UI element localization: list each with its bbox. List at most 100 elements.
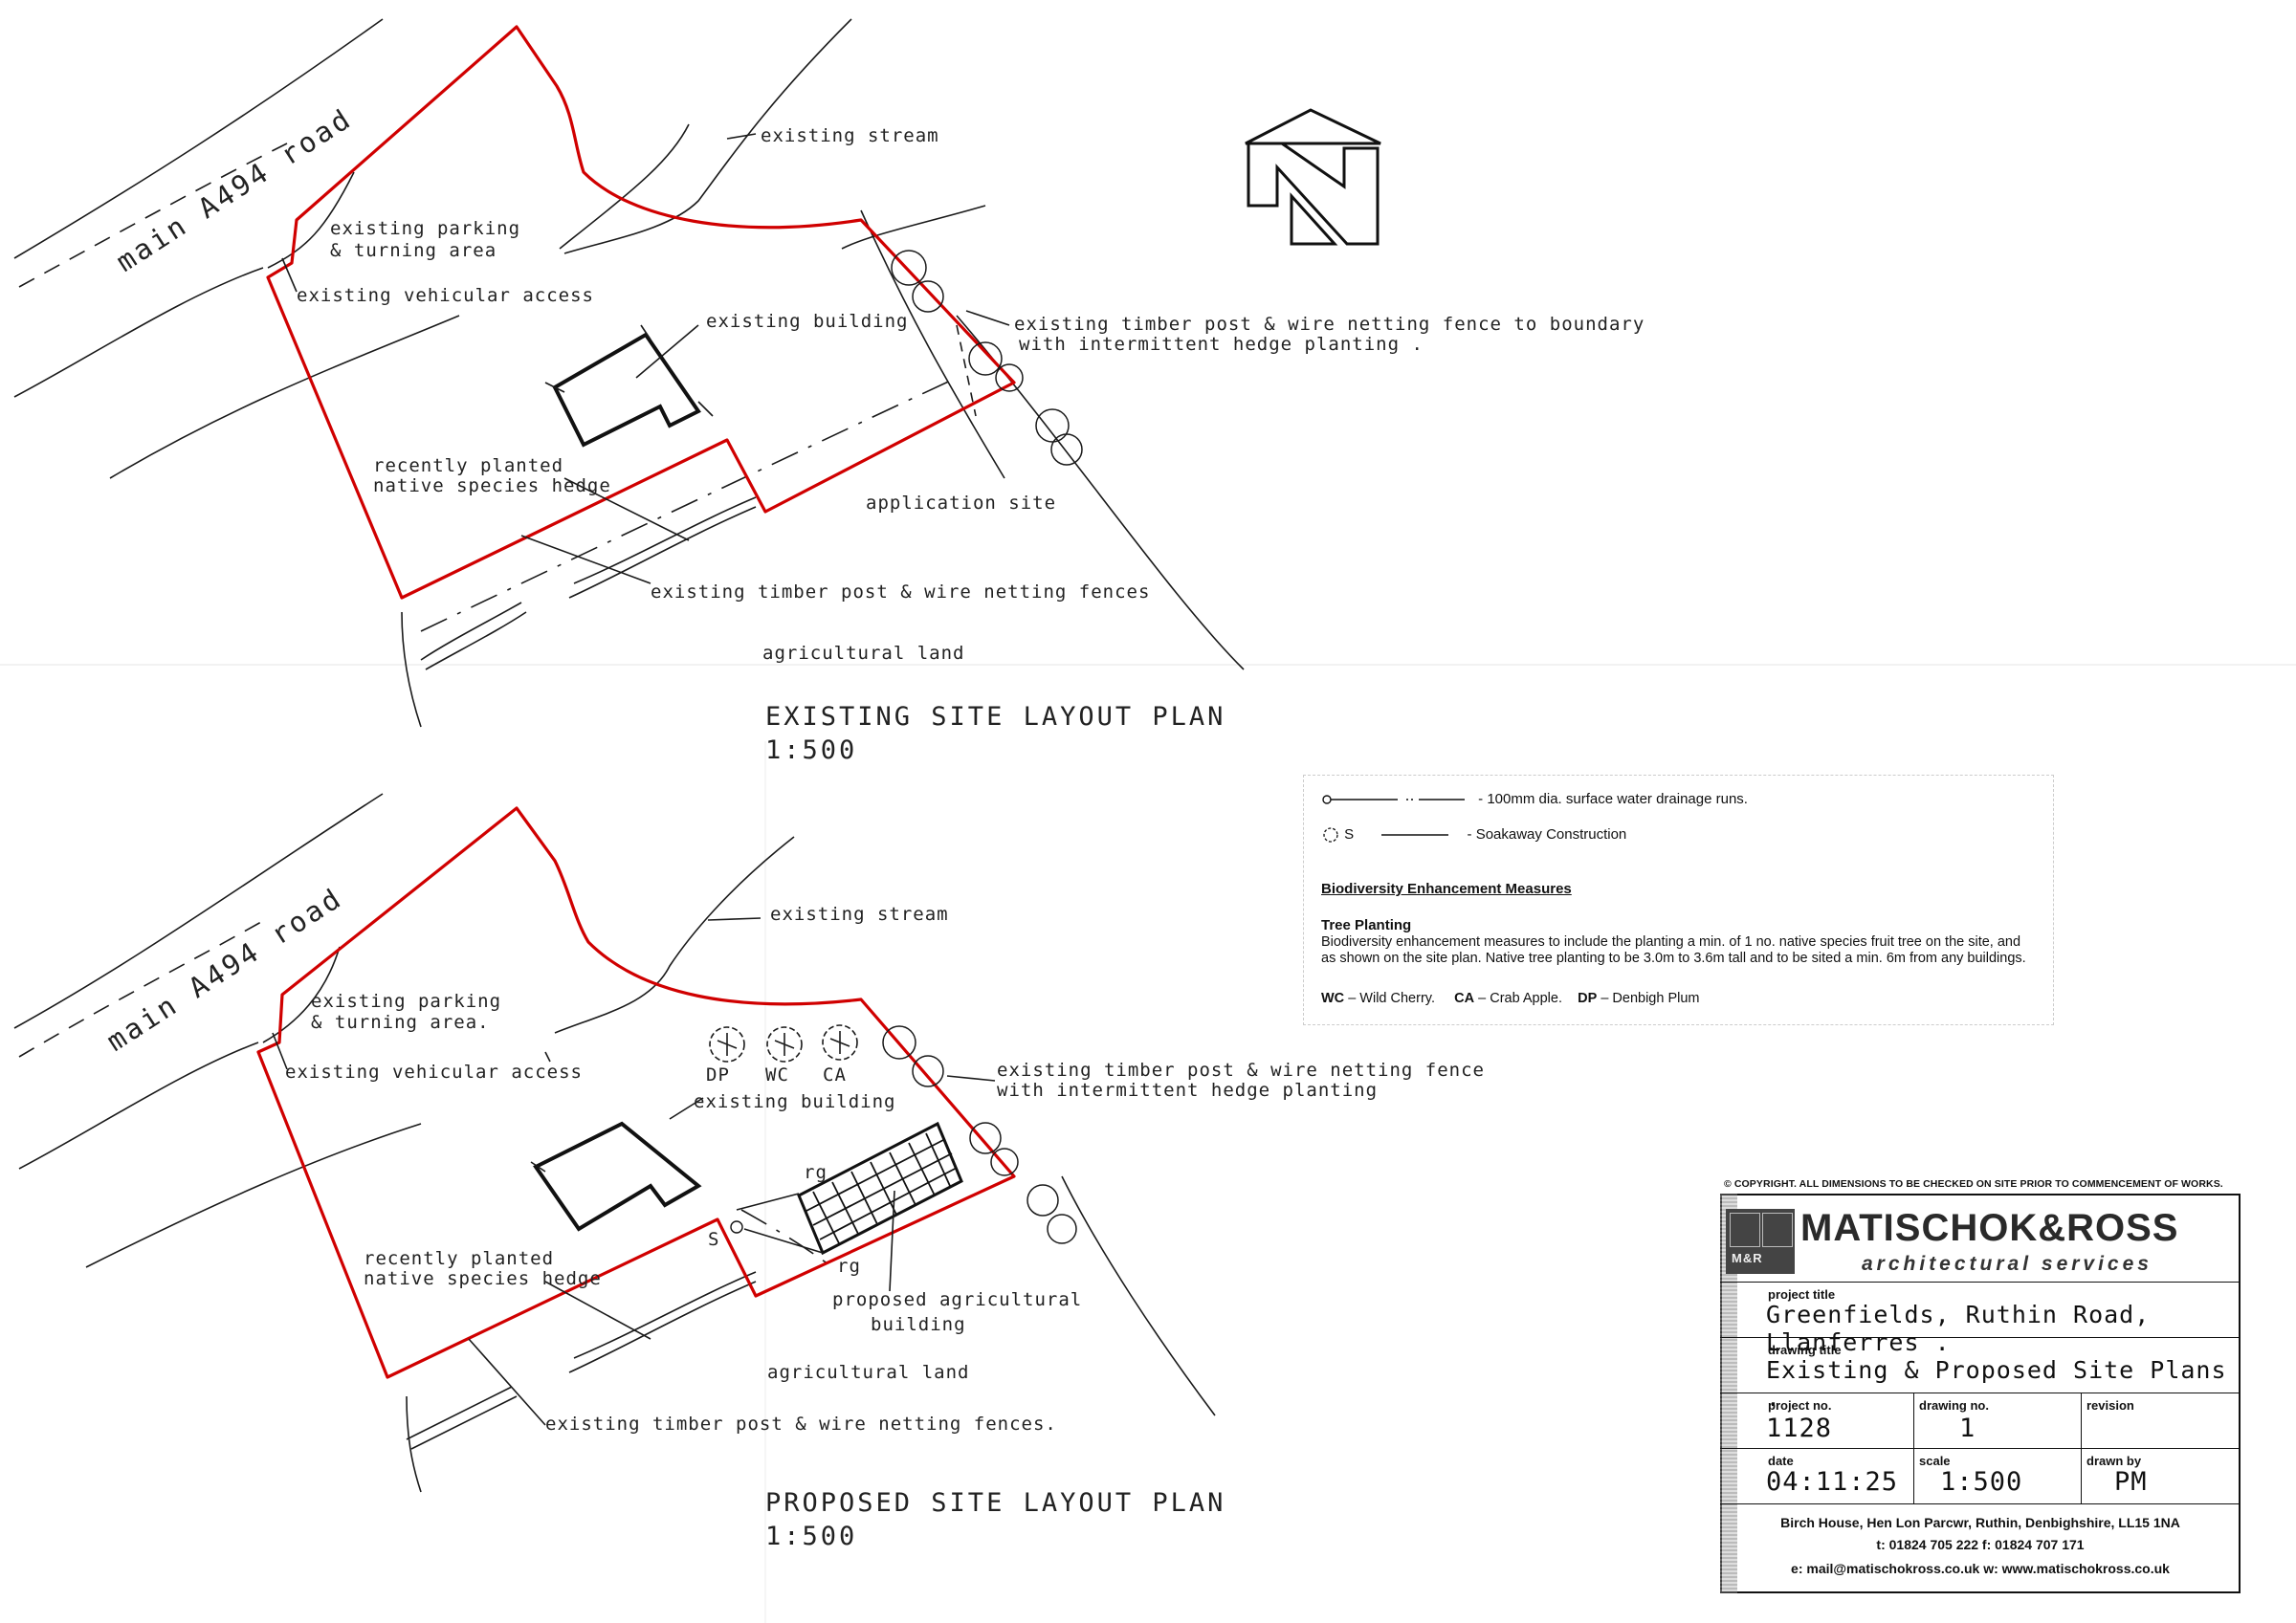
- label-agricultural: agricultural land: [767, 1362, 969, 1383]
- drawing-no-label: drawing no.: [1919, 1398, 1989, 1413]
- label-fence-boundary-1: existing timber post & wire netting fenc…: [1014, 314, 1645, 335]
- label-application-site: application site: [866, 493, 1056, 514]
- leader-line: [281, 257, 298, 293]
- drawing-title-value: Existing & Proposed Site Plans .: [1766, 1356, 2227, 1412]
- road-edge: [13, 18, 384, 259]
- species-code-ca: CA: [1454, 991, 1475, 1006]
- scale-label: scale: [1919, 1454, 1951, 1468]
- project-title-label: project title: [1768, 1287, 1836, 1302]
- leader-line: [563, 477, 690, 541]
- label-fences: existing timber post & wire netting fenc…: [545, 1414, 1057, 1435]
- logo-text: M&R: [1732, 1251, 1763, 1265]
- hedge: [425, 611, 527, 670]
- stream-line: [554, 836, 795, 1034]
- species-code-dp: DP: [1578, 991, 1598, 1006]
- label-stream: existing stream: [770, 904, 949, 925]
- divider: [1720, 1503, 2241, 1504]
- road-edge: [18, 1042, 259, 1170]
- label-fences: existing timber post & wire netting fenc…: [651, 581, 1150, 603]
- label-rg-2: rg: [837, 1256, 861, 1277]
- stream-line: [559, 123, 690, 250]
- label-parking-1: existing parking: [330, 218, 520, 239]
- label-road: main A494 road: [110, 101, 358, 278]
- label-rg-1: rg: [804, 1162, 828, 1183]
- hedge: [410, 1395, 518, 1450]
- tree-denbigh-plum-icon: [709, 1026, 745, 1063]
- label-hedge-1: recently planted: [373, 455, 563, 476]
- leader-line: [889, 1190, 895, 1292]
- leader-line: [965, 310, 1010, 326]
- road-centre-line: [18, 143, 288, 288]
- divider: [1720, 1282, 2241, 1283]
- field-line: [406, 1395, 422, 1493]
- label-access: existing vehicular access: [297, 285, 594, 306]
- drain-line: [740, 1209, 833, 1268]
- proposed-site-plan: main A494 road existing stream existing …: [13, 793, 1484, 1551]
- north-arrow-icon: [1245, 108, 1381, 246]
- proposed-plan-title: PROPOSED SITE LAYOUT PLAN: [765, 1488, 1225, 1518]
- scale-value: 1:500: [1940, 1467, 2023, 1497]
- building-ticks: [544, 324, 714, 417]
- drain-line: [420, 377, 958, 632]
- project-no-label: project no.: [1768, 1398, 1832, 1413]
- leader-line: [544, 1281, 651, 1340]
- tree-crab-apple-icon: [822, 1024, 858, 1061]
- existing-plan-scale: 1:500: [765, 735, 857, 765]
- label-tree-ca: CA: [823, 1064, 847, 1086]
- boundary-hedge-trees: [891, 250, 1083, 466]
- title-block: © COPYRIGHT. ALL DIMENSIONS TO BE CHECKE…: [1712, 1178, 2248, 1596]
- road-edge: [13, 793, 384, 1029]
- leader-line: [669, 1097, 704, 1120]
- soakaway-symbol-icon: [1323, 827, 1338, 843]
- label-stream: existing stream: [761, 125, 939, 146]
- road-edge: [267, 171, 355, 269]
- existing-building: [533, 1121, 702, 1232]
- legend-paragraph: Biodiversity enhancement measures to inc…: [1321, 934, 2026, 966]
- legend-species: WC – Wild Cherry. CA – Crab Apple. DP – …: [1321, 991, 1699, 1006]
- stream-line: [563, 18, 852, 254]
- label-fence-boundary-2: with intermittent hedge planting .: [1019, 334, 1424, 355]
- label-access: existing vehicular access: [285, 1062, 583, 1083]
- legend-drainage-row: - 100mm dia. surface water drainage runs…: [1321, 791, 1748, 807]
- species-name-dp: – Denbigh Plum: [1601, 991, 1700, 1006]
- application-site-boundary: [256, 806, 1016, 1379]
- soakaway-icon: [730, 1220, 743, 1234]
- existing-plan-title: EXISTING SITE LAYOUT PLAN: [765, 702, 1225, 732]
- field-line: [1061, 1175, 1216, 1416]
- species-name-ca: – Crab Apple.: [1478, 991, 1562, 1006]
- project-no-value: 1128: [1766, 1414, 1833, 1443]
- project-title-value: Greenfields, Ruthin Road, Llanferres .: [1766, 1301, 2151, 1356]
- road-edge: [13, 267, 264, 398]
- drawing-no-value: 1: [1959, 1414, 1976, 1443]
- brand-tagline: architectural services: [1862, 1253, 2152, 1275]
- date-value: 04:11:25: [1766, 1467, 1899, 1497]
- label-hedge-2: native species hedge: [364, 1268, 602, 1289]
- drain-line: [736, 1193, 824, 1254]
- species-code-wc: WC: [1321, 991, 1345, 1006]
- hedge: [573, 496, 757, 584]
- drawn-by-value: PM: [2114, 1467, 2148, 1497]
- label-tree-wc: WC: [765, 1064, 789, 1086]
- legend-soakaway-symbol: S: [1344, 825, 1355, 843]
- label-parking-2: & turning area: [330, 240, 497, 261]
- leader-line: [272, 1032, 288, 1070]
- label-proposed-1: proposed agricultural: [832, 1289, 1082, 1310]
- road-centre-line: [18, 917, 269, 1058]
- label-building: existing building: [706, 311, 908, 332]
- soakaway-line-icon: [1381, 834, 1449, 836]
- brand-name: MATISCHOK&ROSS: [1800, 1207, 2179, 1249]
- leader-line: [946, 1075, 996, 1082]
- hedge: [568, 506, 757, 599]
- application-site-boundary: [266, 25, 1016, 600]
- proposed-agricultural-building: [797, 1121, 963, 1256]
- drawing-title-label: drawing title: [1768, 1343, 1842, 1357]
- legend-subheading: Tree Planting: [1321, 917, 1412, 933]
- label-proposed-2: building: [871, 1314, 966, 1335]
- divider: [1720, 1448, 2241, 1449]
- building-ticks: [530, 1161, 546, 1173]
- label-tree-dp: DP: [706, 1064, 730, 1086]
- boundary-hedge-trees: [882, 1025, 1077, 1244]
- label-hedge-1: recently planted: [364, 1248, 554, 1269]
- label-parking-2: & turning area.: [311, 1012, 490, 1033]
- field-line: [860, 209, 1005, 479]
